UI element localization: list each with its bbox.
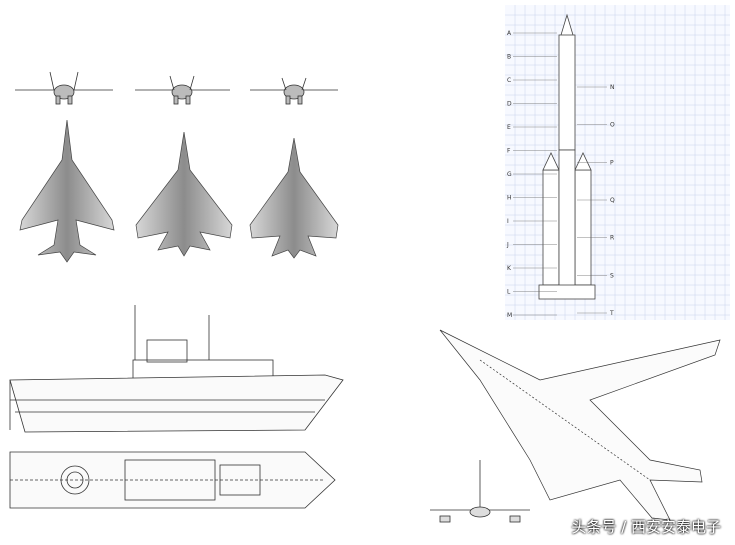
jet3-front-view xyxy=(250,77,338,105)
fighter-jets-drawing xyxy=(15,71,339,263)
rocket-label-left: K xyxy=(507,265,512,272)
boat-top-view xyxy=(9,451,336,509)
rocket-label-left: E xyxy=(507,124,511,131)
rocket-label-left: G xyxy=(507,171,512,178)
jet1-top-view xyxy=(19,119,115,263)
bomber-drawing xyxy=(430,329,721,523)
bomber-front-view xyxy=(430,460,530,523)
rocket-label-left: C xyxy=(507,77,511,84)
rocket-body xyxy=(538,13,596,300)
jet2-top-view xyxy=(135,131,233,257)
rocket-label-left: L xyxy=(507,289,511,296)
rocket-label-left: B xyxy=(507,54,511,61)
rocket-drawing: A B C D E F G H I J K L M N O P Q R S T xyxy=(505,5,730,320)
fighter-jets-panel xyxy=(10,60,345,270)
rocket-label-right: Q xyxy=(610,197,615,204)
jet2-front-view xyxy=(135,75,230,105)
rocket-label-left: D xyxy=(507,101,512,108)
bomber-panel xyxy=(420,320,730,540)
watermark-text: 头条号 / 西安安泰电子 xyxy=(571,518,721,536)
rocket-label-right: O xyxy=(610,122,615,129)
rocket-label-left: M xyxy=(507,312,512,319)
rocket-label-left: H xyxy=(507,195,512,202)
rocket-label-right: P xyxy=(610,159,614,166)
bomber-top-view xyxy=(439,329,721,521)
rocket-panel: A B C D E F G H I J K L M N O P Q R S T xyxy=(505,5,730,320)
boat-side-view xyxy=(9,305,344,433)
rocket-label-right: N xyxy=(610,84,615,91)
boat-drawing xyxy=(9,305,344,509)
boat-panel xyxy=(5,300,350,515)
rocket-label-right: T xyxy=(609,310,614,317)
jet1-front-view xyxy=(15,71,113,105)
rocket-label-left: F xyxy=(507,148,511,155)
jet3-top-view xyxy=(249,137,339,259)
rocket-label-left: I xyxy=(507,218,509,225)
rocket-label-right: S xyxy=(610,272,614,279)
rocket-label-left: J xyxy=(506,242,509,249)
rocket-label-left: A xyxy=(507,30,512,37)
rocket-label-right: R xyxy=(610,235,614,242)
